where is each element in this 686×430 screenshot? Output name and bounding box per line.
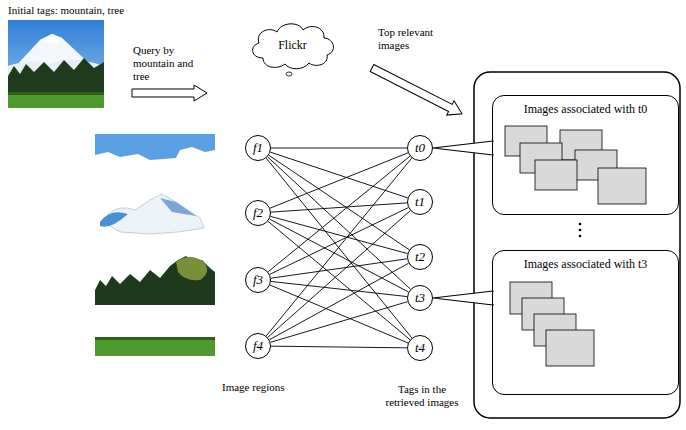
tag-label: t3 — [415, 290, 425, 306]
region-trees — [95, 256, 215, 305]
link-line — [270, 153, 408, 208]
tag-label: f2 — [253, 205, 263, 221]
mountain-photo — [8, 20, 104, 108]
region-mountain — [100, 194, 204, 234]
tag-circle: f2 — [245, 200, 271, 226]
region-grass — [95, 337, 215, 356]
tag-label: t0 — [415, 140, 425, 156]
tag-circle: f3 — [245, 267, 271, 293]
link-line — [269, 155, 409, 249]
annotation-text: Tags in the retrieved images — [380, 383, 464, 409]
node-label: Flickr — [278, 38, 307, 53]
image-group-box: Images associated with t3 — [492, 250, 679, 395]
tag-circle: t2 — [407, 244, 433, 270]
link-line — [268, 157, 411, 289]
annotation-text: Initial tags: mountain, tree — [8, 4, 124, 17]
link-line — [270, 302, 407, 343]
tag-label: t2 — [415, 249, 425, 265]
link-line — [268, 156, 410, 272]
cloud-node: Flickr — [245, 18, 340, 72]
tag-circle: t0 — [407, 135, 433, 161]
tag-label: f4 — [253, 338, 263, 354]
image-stack — [505, 126, 646, 204]
image-stack — [510, 282, 594, 366]
image-group-box: Images associated with t0 — [492, 95, 679, 215]
tag-label: t4 — [415, 340, 425, 356]
result-panel — [474, 72, 680, 418]
ellipsis-dots — [579, 223, 582, 238]
query-arrow — [132, 85, 207, 101]
result-arrow — [368, 61, 465, 121]
tag-circle: f1 — [245, 135, 271, 161]
link-line — [271, 203, 407, 212]
annotation-text: Top relevant images — [378, 26, 452, 52]
link-line — [266, 158, 412, 338]
link-line — [271, 148, 407, 149]
link-line — [270, 208, 409, 275]
link-line — [266, 158, 412, 336]
callout-pointer — [433, 291, 493, 305]
annotation-text: Image regions — [222, 381, 285, 394]
tag-circle: t3 — [407, 285, 433, 311]
tag-circle: f4 — [245, 333, 271, 359]
link-line — [269, 263, 408, 339]
tag-circle: t4 — [407, 335, 433, 361]
link-line — [271, 216, 408, 253]
callout-pointer — [433, 141, 493, 155]
annotation-text: Query by mountain and tree — [133, 44, 207, 83]
tag-label: t1 — [415, 194, 425, 210]
link-line — [271, 346, 407, 348]
tag-label: f3 — [253, 272, 263, 288]
region-sky — [95, 134, 215, 160]
node-label: Images associated with t3 — [493, 257, 678, 272]
link-line — [270, 285, 408, 343]
node-label: Images associated with t0 — [493, 102, 678, 117]
tag-label: f1 — [253, 140, 263, 156]
tag-circle: t1 — [407, 189, 433, 215]
